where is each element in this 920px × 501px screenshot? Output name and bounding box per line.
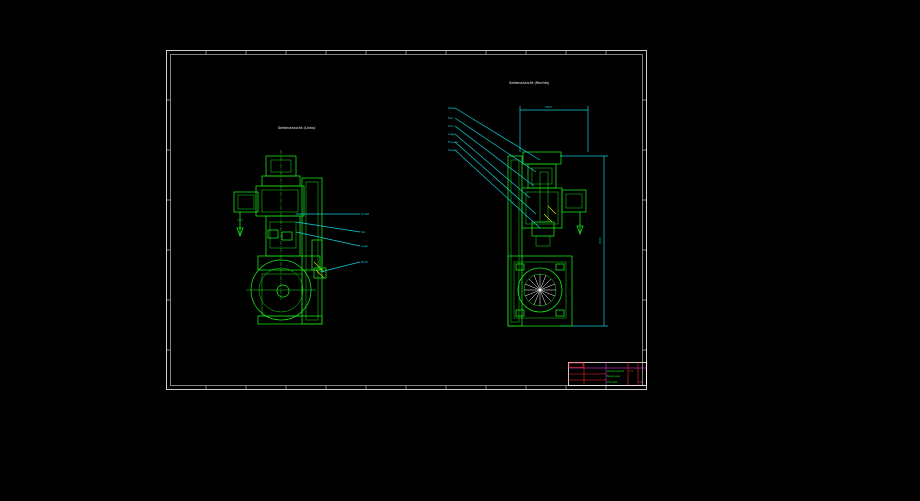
- right-callout-3: Schr: [448, 124, 455, 128]
- left-side-view[interactable]: Schaft Teil Lager Motor: [233, 150, 369, 325]
- right-callout-6: Deckel: [448, 148, 457, 152]
- dimension-top: 2300: [545, 105, 552, 109]
- left-callout-4: Motor: [361, 260, 369, 264]
- right-callout-1: Welle: [448, 106, 455, 110]
- sheet-size: A3: [639, 381, 643, 384]
- left-callout-1: Schaft: [361, 212, 369, 216]
- right-callout-4: Lager: [448, 132, 456, 136]
- left-view-title: Seitenansicht (Links): [278, 126, 316, 130]
- title-block[interactable]: Werkzeugkopf Baugruppe ZTG-001 1:5 A3: [568, 362, 647, 386]
- dimension-side: 2100: [598, 237, 602, 244]
- right-callout-5: Flansch: [448, 140, 458, 144]
- left-callout-3: Lager: [361, 244, 369, 248]
- left-callout-2: Teil: [361, 230, 365, 234]
- right-side-view[interactable]: 2300 2100: [448, 105, 608, 327]
- title-line-2: Baugruppe: [607, 375, 621, 378]
- drawing-scale: 1:5: [629, 370, 633, 373]
- drawing-number: ZTG-001: [607, 381, 618, 384]
- fan-spokes: [524, 274, 556, 306]
- right-callout-2: Nut: [448, 116, 453, 120]
- right-view-title: Seitenansicht (Rechts): [509, 81, 550, 85]
- title-line-1: Werkzeugkopf: [607, 370, 624, 373]
- drawing-sheet-frame: [166, 50, 647, 390]
